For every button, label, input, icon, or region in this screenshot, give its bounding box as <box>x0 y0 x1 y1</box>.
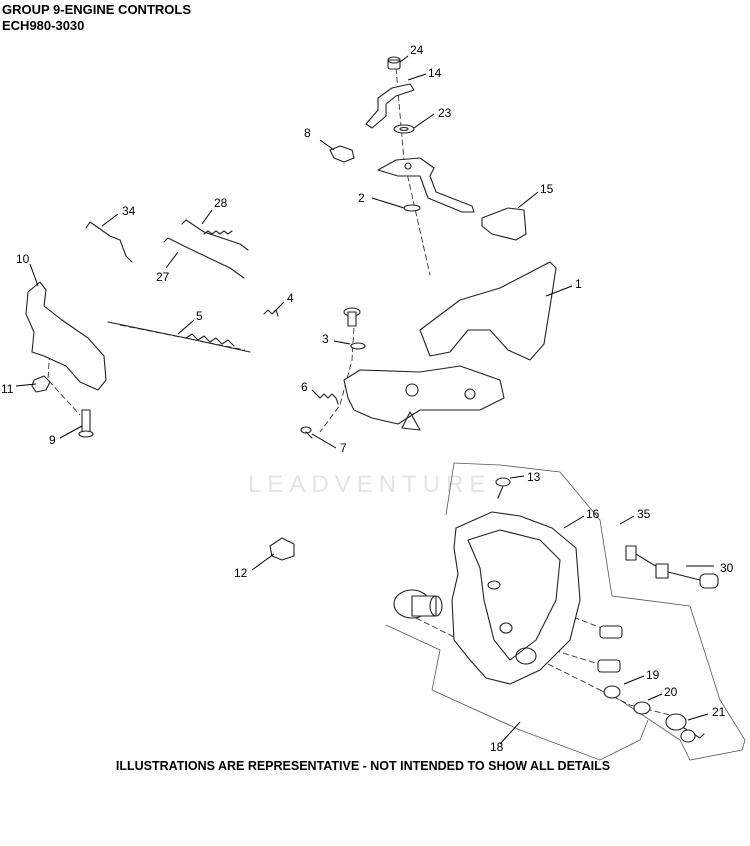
part-23-washer <box>393 124 415 134</box>
callout-1: 1 <box>575 277 582 291</box>
base-plate-hole-icon-2 <box>464 388 476 400</box>
callout-13: 13 <box>527 470 541 484</box>
part-24-nut <box>387 56 401 70</box>
callout-7: 7 <box>340 441 347 455</box>
group-title: GROUP 9-ENGINE CONTROLS <box>2 2 192 17</box>
panel-hole-icon <box>487 580 501 590</box>
part-12-clip <box>269 537 295 561</box>
model-code: ECH980-3030 <box>2 18 85 33</box>
part-20-nut <box>633 701 651 715</box>
part-28-coil <box>203 230 233 235</box>
diagram-header: GROUP 9-ENGINE CONTROLS ECH980-3030 <box>2 2 191 34</box>
panel-inner-recess <box>467 529 561 661</box>
callout-12: 12 <box>234 566 248 580</box>
part-switch-indicator-1 <box>599 625 623 639</box>
watermark-text: LEADVENTURE <box>248 471 491 498</box>
part-7-screw <box>300 426 313 439</box>
callout-23: 23 <box>438 106 452 120</box>
callout-8: 8 <box>304 126 311 140</box>
callout-21: 21 <box>712 705 726 719</box>
callout-16: 16 <box>586 507 600 521</box>
part-30-connector <box>699 573 719 589</box>
part-1-control-bracket <box>419 261 557 361</box>
part-10-side-bracket <box>25 281 107 391</box>
centerline-lower <box>319 309 356 433</box>
assembly-outline-switch-group <box>385 624 649 761</box>
part-13-screw <box>495 477 511 499</box>
callout-9: 9 <box>49 433 56 447</box>
callout-14: 14 <box>428 66 442 80</box>
callout-35: 35 <box>637 507 651 521</box>
leader-lines <box>15 55 714 745</box>
base-plate-tab <box>401 411 421 431</box>
part-3-post <box>343 307 366 350</box>
panel-ignition-hole-icon <box>515 647 537 665</box>
part-2-washer <box>403 204 421 212</box>
callout-15: 15 <box>540 182 554 196</box>
callout-19: 19 <box>646 668 660 682</box>
part-5-spring <box>107 321 251 353</box>
assembly-outline-control-panel <box>445 462 746 761</box>
callout-5: 5 <box>196 309 203 323</box>
callout-10: 10 <box>16 252 30 266</box>
centerline-switch-2 <box>519 639 613 669</box>
callout-2: 2 <box>358 191 365 205</box>
callout-18: 18 <box>490 740 504 754</box>
callout-30: 30 <box>720 561 734 575</box>
callout-27: 27 <box>156 270 170 284</box>
part-15-knob <box>481 207 527 241</box>
part-34-rod <box>85 221 133 263</box>
callout-labels: 24 14 23 8 2 15 34 28 1 10 27 4 5 3 6 11… <box>1 43 734 754</box>
callout-11: 11 <box>1 382 14 396</box>
callout-4: 4 <box>287 291 294 305</box>
part-28-spring <box>181 219 249 251</box>
part-4-spring <box>263 309 279 317</box>
callout-28: 28 <box>214 196 228 210</box>
centerline-key <box>539 659 691 721</box>
part-21-keys <box>665 713 705 743</box>
panel-hole-icon-2 <box>499 622 513 634</box>
callout-24: 24 <box>410 43 424 57</box>
part-6-spring <box>319 393 339 405</box>
disclaimer-note: ILLUSTRATIONS ARE REPRESENTATIVE - NOT I… <box>115 759 611 773</box>
base-plate-hole-icon <box>405 383 419 397</box>
callout-34: 34 <box>122 204 136 218</box>
part-35-harness <box>625 545 701 581</box>
throttle-pivot-icon <box>404 162 412 170</box>
callout-6: 6 <box>301 380 308 394</box>
part-8-clamp <box>329 145 355 163</box>
part-ignition-switch <box>393 589 443 619</box>
part-switch-indicator-2 <box>597 659 621 673</box>
part-16-control-panel <box>451 511 581 685</box>
part-1-base-plate <box>343 365 505 425</box>
part-14-lever <box>365 83 415 129</box>
part-27-rod <box>163 237 245 279</box>
part-19-washer <box>603 685 621 699</box>
part-11-nut <box>31 375 51 393</box>
callout-3: 3 <box>322 332 329 346</box>
part-9-bolt <box>78 409 94 438</box>
part-throttle-plate <box>377 157 475 213</box>
callout-20: 20 <box>664 685 678 699</box>
